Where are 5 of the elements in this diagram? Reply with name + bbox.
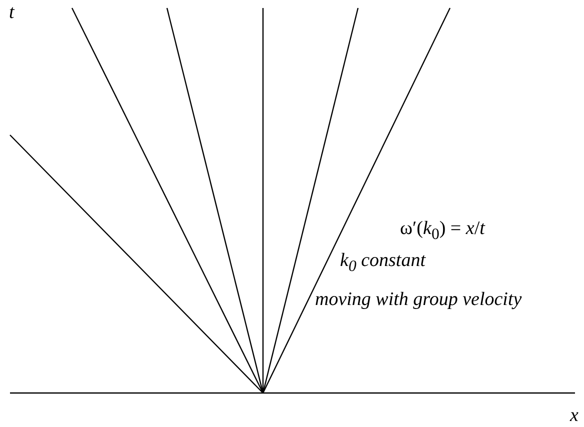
axis-label: t <box>9 2 14 25</box>
annotation-text: k$_{0}$ constant <box>340 250 426 277</box>
formula-text: ω′(k$_{0}$) = x/t <box>400 218 485 245</box>
annotation-text: moving with group velocity <box>315 289 522 312</box>
axis-label: x <box>570 405 578 427</box>
